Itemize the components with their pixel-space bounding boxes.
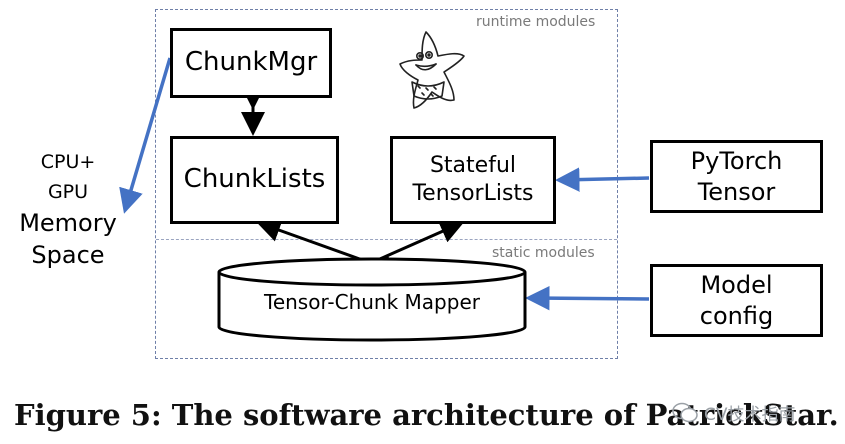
static-modules-label: static modules (492, 245, 595, 261)
runtime-modules-label: runtime modules (476, 14, 596, 30)
memory-space-line-memory: Memory (19, 209, 117, 237)
mapper-chunklists-arrow (256, 218, 389, 280)
stateful-tensor-lists-box: Stateful TensorLists (390, 136, 556, 224)
model-config-label-line1: Model (700, 270, 773, 299)
patrick-star-illustration (399, 31, 465, 109)
chunkmgr-to-memory-arrow (119, 57, 172, 214)
model-config-label-line2: config (699, 301, 774, 330)
pytorch-tensor-box: PyTorch Tensor (650, 140, 823, 213)
model-config-box: Model config (650, 264, 823, 337)
chunk-mgr-box: ChunkMgr (170, 28, 332, 98)
pytorch-to-tensorlists-arrow (555, 167, 650, 192)
mapper-tensorlists-arrow (351, 220, 465, 281)
figure-caption: Figure 5: The software architecture of P… (14, 398, 839, 432)
pytorch-tensor-label-line1: PyTorch (690, 146, 783, 175)
config-to-mapper-arrow (525, 285, 650, 311)
watermark: CV技术指南 (672, 400, 796, 425)
chunk-mgr-label: ChunkMgr (184, 47, 318, 78)
memory-space-line-gpu: GPU (47, 181, 89, 203)
watermark-text: CV技术指南 (704, 405, 796, 425)
memory-space-line-space: Space (31, 241, 105, 269)
chat-bubble-icon (672, 402, 698, 422)
pytorch-tensor-label-line2: Tensor (697, 177, 776, 206)
stateful-tensor-lists-label-line2: TensorLists (412, 181, 534, 206)
chunk-lists-label: ChunkLists (183, 164, 326, 195)
chunk-lists-box: ChunkLists (170, 136, 339, 224)
mapper-label: Tensor-Chunk Mapper (264, 290, 480, 314)
modules-region (155, 9, 618, 359)
stateful-tensor-lists-label-line1: Stateful (429, 152, 517, 178)
memory-space-label: CPU+ GPU Memory Space (8, 147, 128, 271)
mapper-cylinder (217, 257, 527, 342)
memory-space-line-cpu: CPU+ (40, 151, 96, 173)
